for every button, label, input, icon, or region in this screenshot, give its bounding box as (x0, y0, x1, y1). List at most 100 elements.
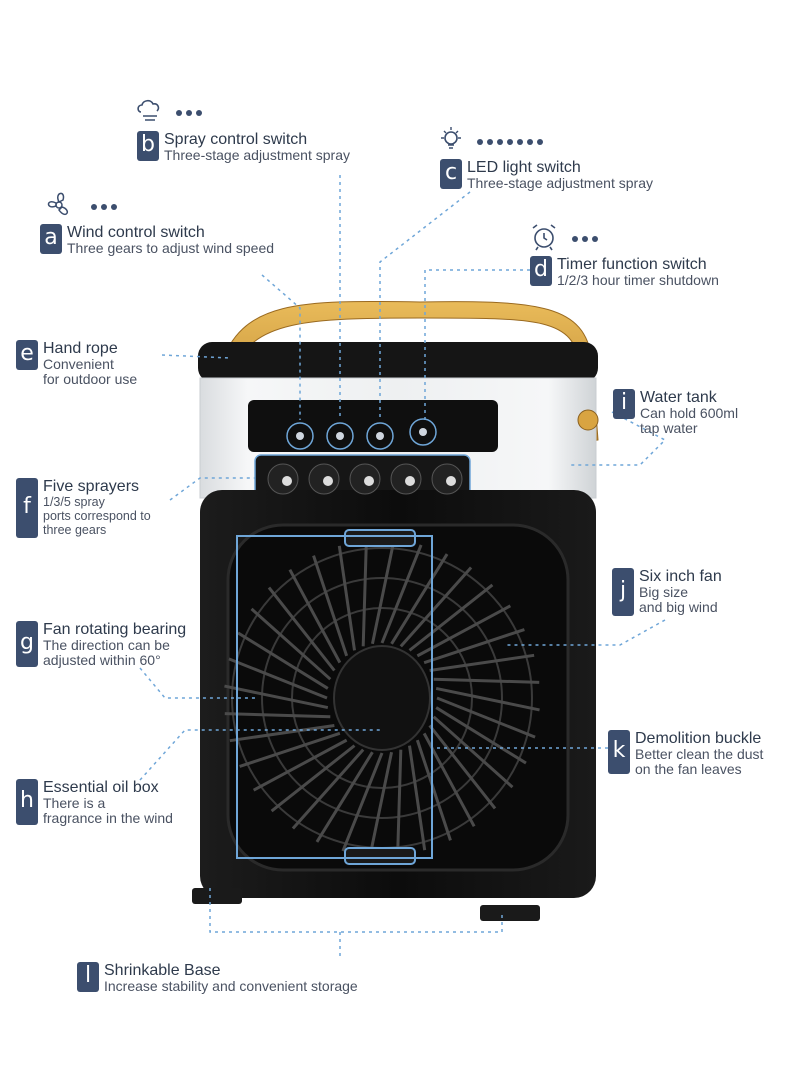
badge-c: c (440, 159, 462, 189)
label-g-rotating-bearing: g Fan rotating bearing The direction can… (16, 621, 186, 668)
label-desc: The direction can be (43, 637, 170, 653)
spray-nozzle-port (405, 476, 415, 486)
badge-g: g (16, 621, 38, 667)
base-foot-right (480, 905, 540, 921)
fan-blade (250, 607, 332, 681)
fan-blade (399, 566, 473, 648)
label-desc: Three-stage adjustment spray (467, 175, 653, 191)
label-desc: Can hold 600ml (640, 405, 739, 421)
fan-blade (380, 544, 423, 644)
label-desc: fragrance in the wind (43, 810, 173, 826)
top-buckle (344, 529, 416, 547)
label-desc: 1/3/5 spray (43, 495, 105, 509)
label-desc: There is a (43, 795, 106, 811)
label-k-demolition-buckle: k Demolition buckle Better clean the dus… (608, 730, 763, 777)
fan-blade (370, 540, 396, 645)
label-desc: adjusted within 60° (43, 652, 161, 668)
label-desc: for outdoor use (43, 371, 138, 387)
fan-blade (315, 751, 374, 843)
fan-blade (436, 696, 536, 739)
fan-blade (408, 745, 427, 851)
spray-nozzle-port (364, 476, 374, 486)
spray-icon (137, 99, 160, 121)
label-b-spray-control: b Spray control switch Three-stage adjus… (137, 131, 350, 163)
fan-hub (333, 645, 431, 751)
label-e-hand-rope: e Hand rope Convenient for outdoor use (16, 340, 137, 387)
fan-icon (47, 192, 69, 215)
spray-nozzle-port (323, 476, 333, 486)
fan-blade (228, 657, 328, 700)
label-desc: tap water (640, 420, 698, 436)
label-desc: and big wind (639, 599, 718, 615)
label-j-six-inch-fan: j Six inch fan Big size and big wind (612, 568, 722, 616)
label-title: LED light switch (467, 159, 581, 176)
badge-b: b (137, 131, 159, 161)
label-title: Essential oil box (43, 779, 159, 796)
base-foot-left (192, 888, 242, 904)
fan-blade (415, 739, 452, 841)
fan-blade (396, 749, 403, 856)
fan-blade (224, 684, 329, 710)
label-title: Spray control switch (164, 131, 308, 148)
label-f-five-sprayers: f Five sprayers 1/3/5 spray ports corres… (16, 478, 151, 538)
badge-k: k (608, 730, 630, 774)
fan-blade (429, 653, 535, 672)
fan-blade (252, 738, 348, 792)
spray-nozzle-port (282, 476, 292, 486)
fan-blade (361, 540, 368, 647)
badge-d: d (530, 256, 552, 286)
fan-blade (337, 545, 356, 651)
fan-blade (267, 586, 336, 672)
fan-blade (312, 555, 349, 657)
label-title: Water tank (640, 389, 717, 406)
fan-blade (435, 686, 540, 712)
label-title: Shrinkable Base (104, 962, 221, 979)
badge-l: l (77, 962, 99, 992)
fan-blade (428, 724, 497, 810)
fan-blade (239, 731, 341, 768)
fan-blade (423, 628, 525, 665)
timer-level-dots (572, 236, 598, 242)
fan-blade (390, 553, 449, 645)
label-i-water-tank: i Water tank Can hold 600ml tap water (613, 389, 738, 436)
fan-blade (224, 712, 331, 719)
label-title: Timer function switch (557, 256, 707, 273)
fan-blade (341, 752, 384, 852)
label-desc: Three gears to adjust wind speed (67, 240, 275, 256)
spray-nozzle-port (446, 476, 456, 486)
badge-j: j (612, 568, 634, 616)
badge-i: i (613, 389, 635, 419)
spray-level-dots (176, 110, 202, 116)
top-lid (198, 342, 598, 382)
label-d-timer: d Timer function switch 1/2/3 hour timer… (530, 256, 719, 288)
fan-blade (291, 748, 365, 830)
label-title: Fan rotating bearing (43, 621, 187, 638)
label-c-led-light: c LED light switch Three-stage adjustmen… (440, 159, 653, 191)
bulb-icon (441, 127, 461, 149)
label-l-shrinkable-base: l Shrinkable Base Increase stability and… (77, 962, 358, 994)
label-desc: on the fan leaves (635, 761, 742, 777)
bottom-buckle (344, 847, 416, 865)
light-level-dots (477, 139, 543, 145)
badge-h: h (16, 779, 38, 825)
wind-level-dots (91, 204, 117, 210)
fan-blade (229, 724, 335, 743)
label-desc: Increase stability and convenient storag… (104, 978, 358, 994)
label-title: Five sprayers (43, 478, 140, 495)
label-desc: Better clean the dust (635, 746, 764, 762)
control-panel (248, 400, 498, 452)
fan-blade (368, 751, 394, 856)
label-title: Demolition buckle (635, 730, 762, 747)
label-a-wind-control: a Wind control switch Three gears to adj… (40, 224, 274, 256)
label-desc: Big size (639, 584, 689, 600)
fan-blade (270, 744, 356, 813)
badge-a: a (40, 224, 62, 254)
fan-blade (288, 568, 342, 664)
label-title: Wind control switch (67, 224, 205, 241)
fan-blade (237, 631, 329, 690)
label-desc: ports correspond to (43, 509, 151, 523)
label-desc: three gears (43, 523, 107, 537)
fan-blade (432, 715, 514, 789)
alarm-clock-icon (532, 224, 556, 251)
